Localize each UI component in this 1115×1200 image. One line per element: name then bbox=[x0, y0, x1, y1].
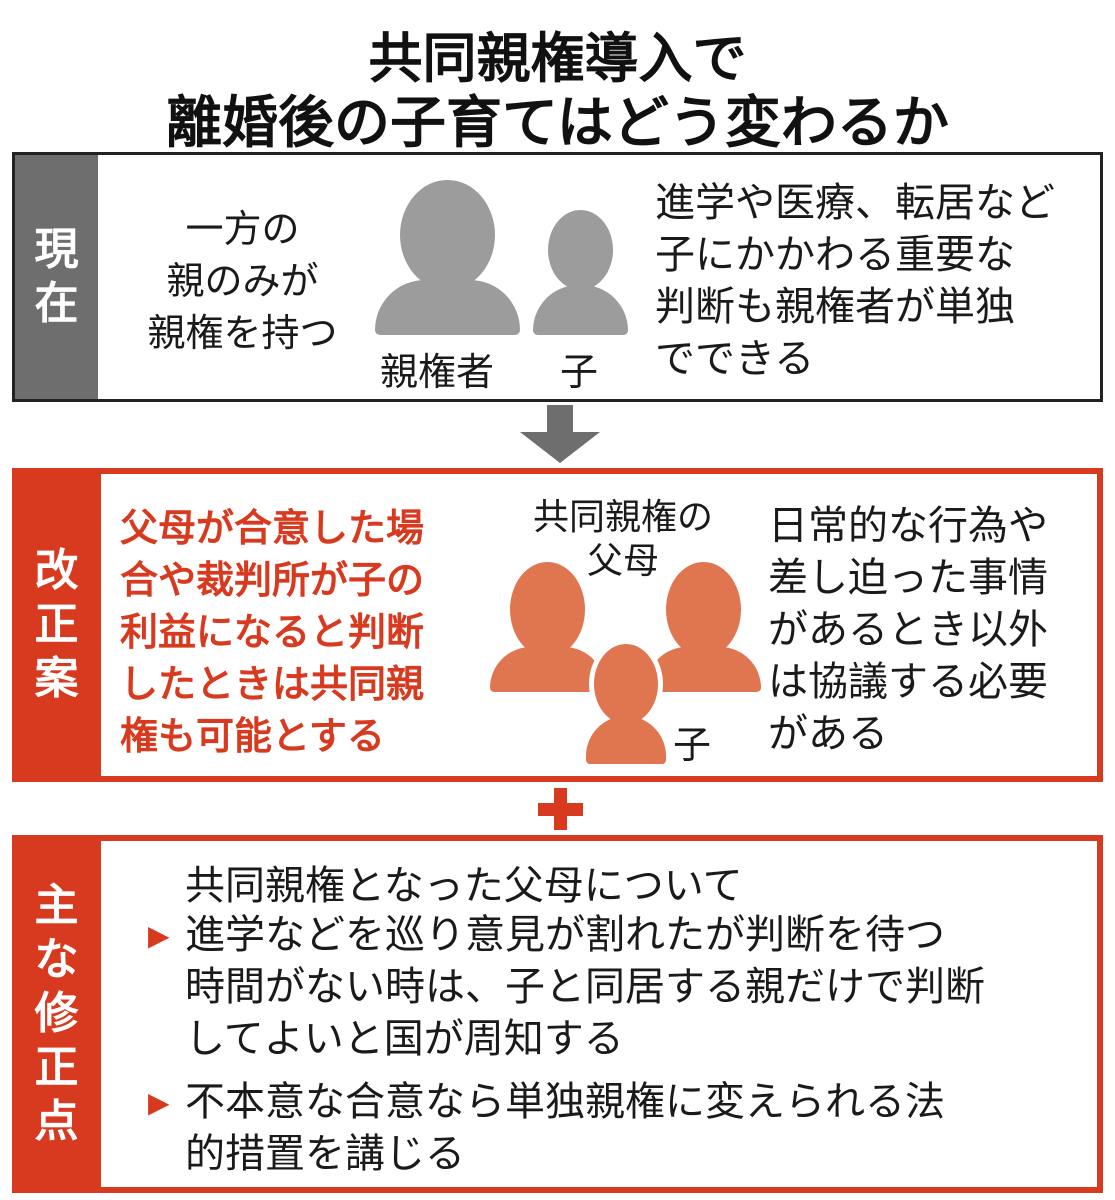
summary-line: 一方の bbox=[185, 207, 300, 251]
summary-line: 利益になると判断 bbox=[120, 610, 425, 654]
label-line: 共同親権の bbox=[532, 497, 713, 538]
summary-line: したときは共同親 bbox=[120, 662, 425, 706]
mother-silhouette-icon bbox=[646, 562, 761, 692]
current-detail: 進学や医療、転居など 子にかかわる重要な 判断も親権者が単独 でできる bbox=[655, 177, 1055, 385]
amendment-item: 不本意な合意なら単独親権に変えられる法 的措置を講じる bbox=[185, 1076, 945, 1180]
summary-line: 父母が合意した場 bbox=[120, 506, 425, 550]
label-char: 主 bbox=[34, 880, 79, 931]
label-char: 案 bbox=[34, 653, 79, 704]
detail-line: 判断も親権者が単独 bbox=[655, 284, 1015, 330]
label-char: 現 bbox=[34, 224, 79, 275]
summary-line: 権も可能とする bbox=[120, 714, 385, 758]
father-silhouette-icon bbox=[490, 562, 605, 692]
detail-line: は協議する必要 bbox=[768, 659, 1048, 705]
proposal-label: 改 正 案 bbox=[12, 468, 101, 782]
bullet-icon: ▶ bbox=[148, 919, 170, 952]
amendment-item: 進学などを巡り意見が割れたが判断を待つ 時間がない時は、子と同居する親だけで判断… bbox=[185, 909, 985, 1065]
current-label: 現 在 bbox=[15, 155, 98, 399]
child-label: 子 bbox=[560, 350, 599, 394]
parent-label: 親権者 bbox=[380, 350, 495, 394]
label-line: 父母 bbox=[586, 541, 659, 582]
detail-line: 日常的な行為や bbox=[768, 503, 1048, 549]
item-line: 進学などを巡り意見が割れたが判断を待つ bbox=[185, 912, 945, 958]
joint-parents-label: 共同親権の 父母 bbox=[508, 496, 738, 584]
detail-line: がある bbox=[768, 711, 888, 757]
title-line2: 離婚後の子育てはどう変わるか bbox=[166, 91, 949, 156]
summary-line: 親のみが bbox=[166, 259, 319, 303]
proposal-detail: 日常的な行為や 差し迫った事情 があるとき以外 は協議する必要 がある bbox=[768, 500, 1048, 760]
current-section: 現 在 一方の 親のみが 親権を持つ 親権者 子 進学や医療、転居など 子にかか… bbox=[12, 152, 1103, 402]
current-summary: 一方の 親のみが 親権を持つ bbox=[120, 203, 365, 359]
detail-line: があるとき以外 bbox=[768, 607, 1048, 653]
label-char: 修 bbox=[34, 988, 79, 1039]
summary-line: 合や裁判所が子の bbox=[120, 558, 425, 602]
amendments-intro: 共同親権となった父母について bbox=[185, 863, 743, 909]
detail-line: 子にかかわる重要な bbox=[655, 232, 1015, 278]
item-line: 的措置を講じる bbox=[185, 1131, 465, 1177]
label-char: 正 bbox=[34, 1042, 79, 1093]
label-char: 点 bbox=[34, 1096, 79, 1147]
title-line1: 共同親権導入で bbox=[368, 27, 747, 90]
parent-silhouette-icon bbox=[375, 180, 520, 335]
detail-line: 差し迫った事情 bbox=[768, 555, 1048, 601]
down-arrow-icon bbox=[520, 405, 600, 463]
child-silhouette-icon bbox=[586, 644, 666, 764]
label-char: 正 bbox=[34, 599, 79, 650]
bullet-icon: ▶ bbox=[148, 1086, 170, 1119]
label-char: な bbox=[34, 934, 79, 985]
amendments-section: 主 な 修 正 点 共同親権となった父母について ▶ 進学などを巡り意見が割れた… bbox=[12, 835, 1103, 1193]
proposal-section: 改 正 案 父母が合意した場 合や裁判所が子の 利益になると判断 したときは共同… bbox=[12, 468, 1103, 782]
child-label: 子 bbox=[673, 723, 712, 767]
label-char: 改 bbox=[34, 545, 79, 596]
label-char: 在 bbox=[34, 278, 79, 329]
summary-line: 親権を持つ bbox=[147, 311, 338, 355]
item-line: 不本意な合意なら単独親権に変えられる法 bbox=[185, 1079, 945, 1125]
item-line: してよいと国が周知する bbox=[185, 1016, 624, 1062]
amendments-label: 主 な 修 正 点 bbox=[12, 835, 101, 1193]
item-line: 時間がない時は、子と同居する親だけで判断 bbox=[185, 964, 985, 1010]
detail-line: 進学や医療、転居など bbox=[655, 180, 1055, 226]
plus-icon bbox=[538, 788, 583, 830]
child-silhouette-icon bbox=[533, 210, 628, 335]
proposal-summary: 父母が合意した場 合や裁判所が子の 利益になると判断 したときは共同親 権も可能… bbox=[120, 502, 424, 762]
detail-line: でできる bbox=[655, 336, 815, 382]
